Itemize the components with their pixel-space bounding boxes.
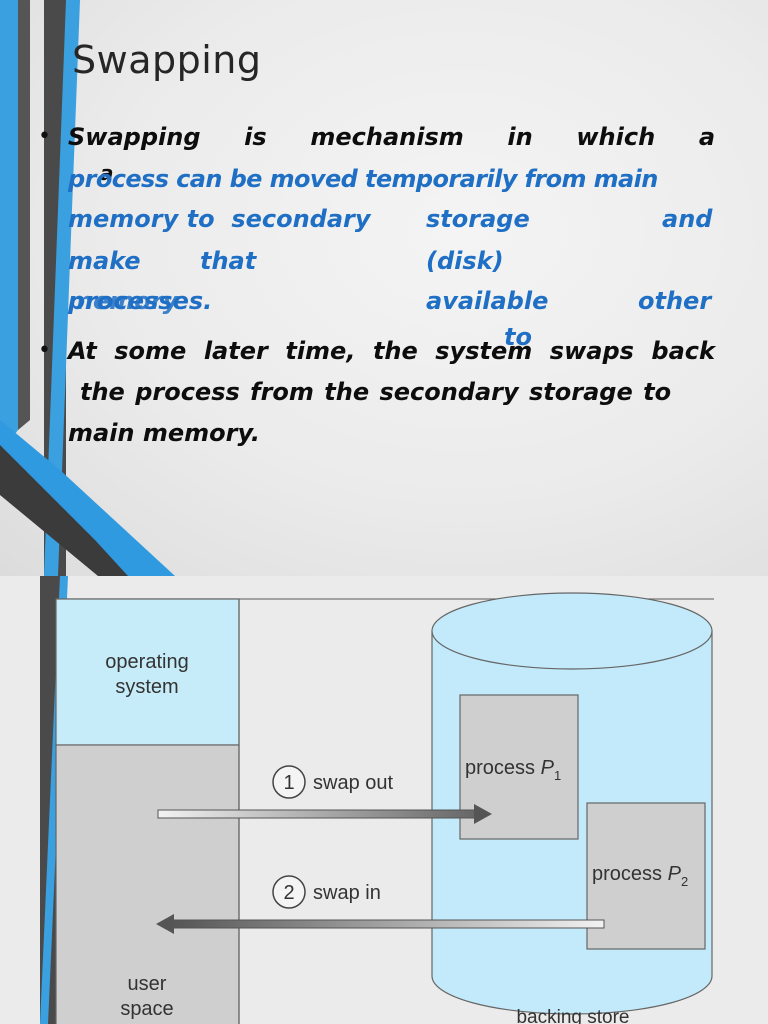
bullet1-storage: storage: [426, 205, 530, 233]
word: Swapping: [68, 123, 201, 151]
bullet-dot-1: •: [38, 124, 51, 149]
bullet1-that: that: [200, 247, 257, 275]
slide-decoration: [0, 0, 175, 576]
swapping-diagram: operating system user space backing stor…: [0, 576, 768, 1024]
bullet1-available: available: [426, 287, 549, 315]
bullet1-to: to: [504, 323, 532, 351]
word: mechanism: [310, 123, 464, 151]
backing-store-label: backing store: [516, 1007, 629, 1024]
process-p2-box: [586, 802, 706, 950]
os-label-line1: operating: [105, 651, 188, 673]
bullet1-line1: Swapping is mechanism in which a: [68, 122, 715, 152]
word: secondary: [231, 205, 371, 233]
swap-out-arrow-shaft: [157, 809, 477, 819]
swap-in-arrow-head: [156, 914, 174, 934]
process-p2-label: process P2: [592, 863, 688, 889]
bullet2-line2: the process from the secondary storage t…: [80, 378, 672, 406]
word: in: [507, 123, 533, 151]
user-space-region: [55, 744, 240, 1024]
diagram-svg: operating system user space backing stor…: [40, 576, 714, 1024]
bullet2-line3: main memory.: [68, 419, 261, 447]
user-label-line2: space: [120, 998, 173, 1020]
bullet1-memory: memory: [68, 287, 179, 315]
slide-title: Swapping: [72, 38, 262, 82]
deco-blue-bar: [44, 0, 80, 576]
swap-out-number-circle: [272, 765, 306, 799]
swap-in-number-circle: [272, 875, 306, 909]
bullet1-line3-left: memory to secondary: [68, 204, 371, 234]
bullet1-make: make: [68, 247, 141, 275]
swap-in-number: 2: [283, 882, 294, 904]
slide: Swapping • Swapping is mechanism in whic…: [0, 0, 768, 576]
swap-out-label: swap out: [313, 772, 393, 794]
deco-gray-stripe-left: [18, 0, 30, 430]
word: memory: [68, 205, 179, 233]
swap-in-arrow-shaft: [171, 919, 605, 929]
bullet1-processes: processes.: [68, 287, 213, 315]
bullet2-line1: At some later time, the system swaps bac…: [68, 337, 715, 365]
swap-out-number: 1: [283, 772, 294, 794]
process-p1-label: process P1: [465, 757, 561, 783]
deco-blue-diagonal: [0, 420, 175, 576]
user-label-line1: user: [128, 973, 167, 995]
bullet1-line2: process can be moved temporarily from ma…: [68, 165, 658, 193]
bullet1-other: other: [638, 287, 712, 315]
word: is: [244, 123, 267, 151]
word: which: [576, 123, 656, 151]
bullet-dot-2: •: [38, 338, 51, 363]
deco-gray-diagonal: [0, 445, 128, 576]
swap-out-arrow-head: [474, 804, 492, 824]
backing-store-top: [431, 592, 713, 670]
deco-blue-stripe-left: [0, 0, 18, 455]
os-label-line2: system: [115, 676, 178, 698]
overlap-char: a: [100, 161, 114, 185]
word: a: [698, 123, 716, 151]
bullet1-and: and: [662, 205, 713, 233]
swap-in-label: swap in: [313, 882, 381, 904]
word: to: [186, 205, 215, 233]
bullet1-disk: (disk): [426, 247, 504, 275]
